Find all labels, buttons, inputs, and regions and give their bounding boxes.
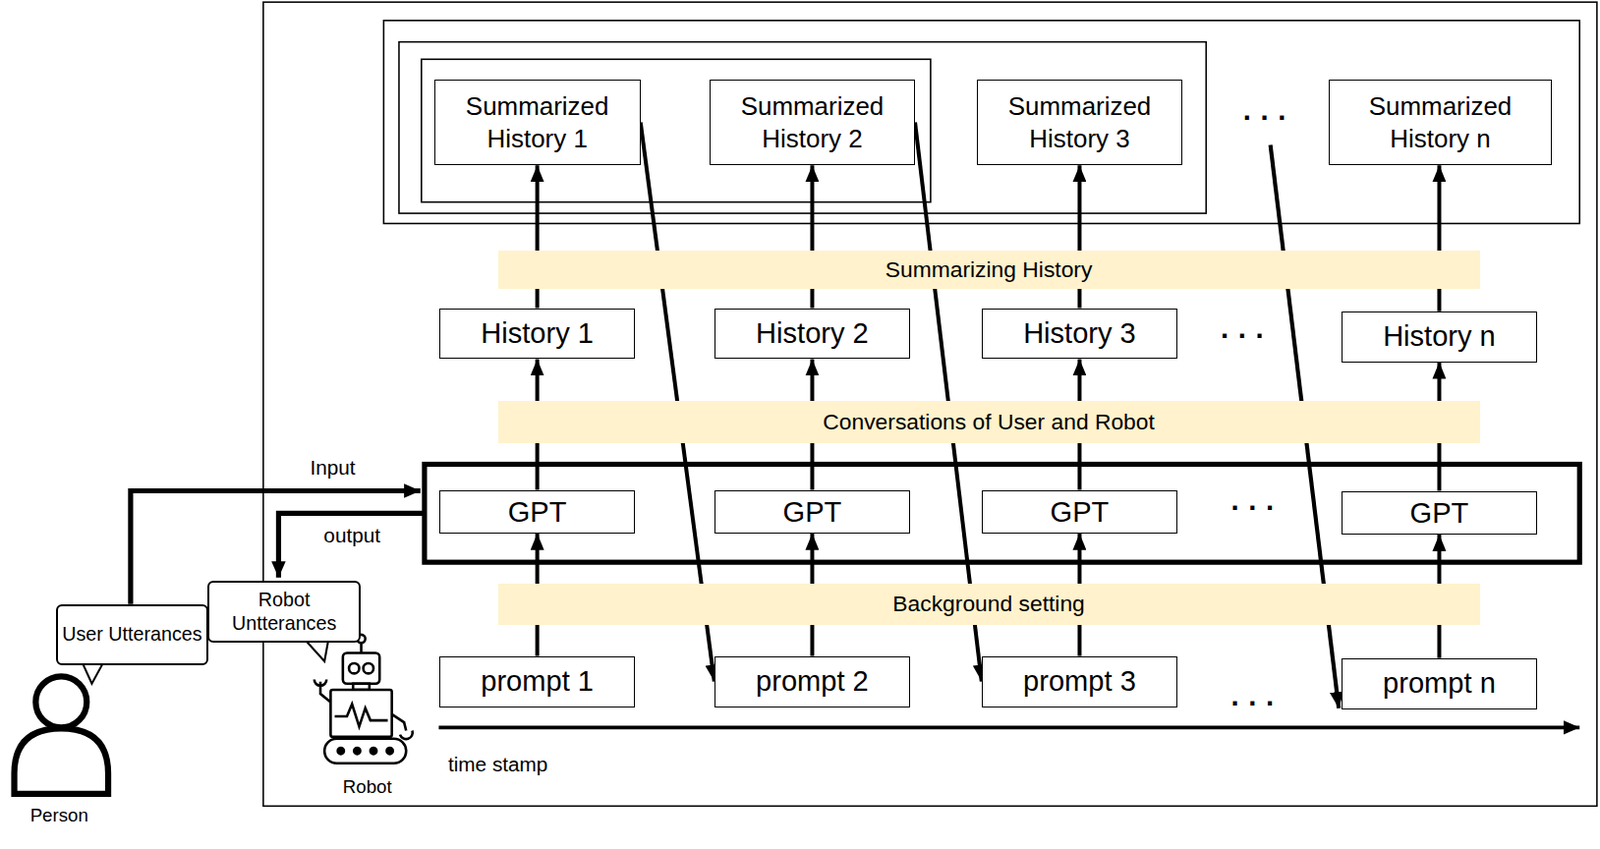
- process-box: GPT: [714, 490, 911, 534]
- process-box: prompt 2: [714, 656, 911, 708]
- node-text: GPT: [508, 494, 568, 530]
- flow-label: output: [323, 523, 381, 549]
- node-text: Summarized History 2: [710, 90, 915, 155]
- process-box: History 2: [714, 308, 911, 360]
- process-box: Summarized History 2: [709, 79, 915, 166]
- history-container: [399, 42, 1206, 214]
- robot-eye: [348, 663, 359, 674]
- node-text: Background setting: [892, 589, 1085, 619]
- process-box: prompt n: [1341, 658, 1537, 710]
- gpt-group-frame: [424, 463, 1580, 563]
- process-box: Summarized History 1: [434, 79, 641, 166]
- node-text: History n: [1382, 318, 1496, 354]
- process-box: prompt 1: [439, 656, 634, 708]
- icon-label: Robot: [342, 775, 393, 798]
- outer-frame: [263, 1, 1598, 806]
- process-box: History 3: [981, 308, 1178, 360]
- robot-claw: [400, 730, 413, 740]
- process-box: History 1: [439, 308, 634, 360]
- person-body: [14, 728, 110, 794]
- node-text: GPT: [1050, 494, 1110, 530]
- process-box: GPT: [439, 490, 634, 534]
- node-text: Summarizing History: [885, 255, 1093, 285]
- robot-wheel: [338, 747, 344, 754]
- robot-arm: [392, 714, 407, 732]
- node-text: History 1: [480, 315, 594, 351]
- history-container: [421, 58, 931, 202]
- axis-label: time stamp: [448, 751, 548, 777]
- process-box: prompt 3: [981, 656, 1178, 708]
- ellipsis: · · ·: [1230, 491, 1275, 526]
- ellipsis: · · ·: [1243, 101, 1288, 136]
- output-arrow: [278, 513, 424, 577]
- process-box: Summarized History 3: [976, 79, 1183, 166]
- speech-bubble: Robot Untterances: [207, 580, 361, 643]
- node-text: History 2: [755, 315, 869, 351]
- stage-band: Conversations of User and Robot: [498, 400, 1481, 444]
- process-box: History n: [1341, 311, 1537, 363]
- process-box: GPT: [981, 490, 1178, 534]
- robot-wheel: [387, 747, 394, 754]
- process-box: Summarized History n: [1328, 79, 1552, 166]
- flow-arrow: [1436, 165, 1441, 311]
- robot-zigzag: [335, 703, 389, 727]
- speech-bubble: User Utterances: [56, 604, 208, 666]
- person-icon: [14, 676, 110, 794]
- node-text: User Utterances: [61, 622, 202, 647]
- node-text: prompt 1: [480, 663, 594, 699]
- node-text: Robot Untterances: [209, 587, 359, 636]
- node-text: GPT: [1410, 495, 1470, 531]
- node-text: Conversations of User and Robot: [822, 407, 1155, 437]
- time-axis: [438, 726, 1580, 731]
- stage-band: Summarizing History: [498, 250, 1481, 288]
- node-text: Summarized History n: [1329, 90, 1551, 155]
- ellipsis: · · ·: [1230, 686, 1275, 722]
- robot-tread: [324, 739, 406, 764]
- robot-wheel: [353, 747, 360, 754]
- flow-label: Input: [309, 455, 355, 480]
- robot-body: [330, 689, 392, 738]
- node-text: Summarized History 1: [435, 90, 640, 155]
- robot-wheel: [370, 747, 377, 754]
- robot-head: [342, 653, 380, 685]
- robot-claw: [314, 680, 327, 686]
- stage-band: Background setting: [498, 583, 1481, 626]
- robot-icon: [314, 634, 413, 764]
- robot-antenna: [359, 642, 363, 653]
- node-text: Summarized History 3: [977, 90, 1182, 155]
- history-container: [383, 20, 1580, 225]
- node-text: History 3: [1023, 315, 1137, 351]
- person-head: [35, 676, 87, 728]
- ellipsis: · · ·: [1220, 318, 1265, 353]
- icon-label: Person: [30, 803, 89, 826]
- robot-eye: [363, 663, 374, 674]
- node-text: prompt 2: [755, 663, 869, 699]
- node-text: GPT: [783, 494, 843, 530]
- node-text: prompt n: [1382, 665, 1496, 701]
- process-box: GPT: [1341, 491, 1537, 535]
- node-text: prompt 3: [1023, 663, 1137, 699]
